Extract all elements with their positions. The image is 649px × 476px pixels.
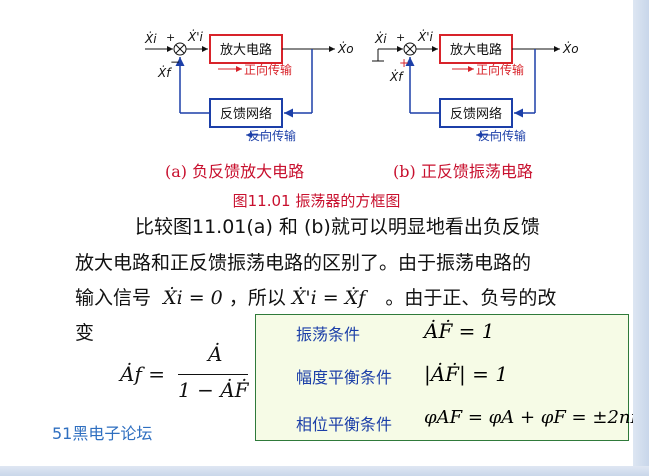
amplifier-block — [439, 34, 513, 64]
plus-sign: + — [166, 31, 175, 44]
figure-caption: 图11.01 振荡器的方框图 — [232, 192, 401, 210]
reverse-label: 反向传输 — [478, 128, 526, 143]
sum-output-signal: Ẋ'i — [417, 29, 434, 44]
xi-zero: Ẋi = 0 — [163, 287, 223, 309]
condition-amplitude-formula: |ȦḞ| = 1 — [424, 362, 508, 386]
caption-a: (a) 负反馈放大电路 — [165, 162, 305, 181]
feedback-plus-sign: + — [399, 56, 409, 70]
amplifier-block — [209, 34, 283, 64]
feedback-block — [439, 98, 513, 128]
condition-phase-label: 相位平衡条件 — [296, 415, 393, 434]
xi-eq-xf: Ẋ'i = Ẋf — [291, 287, 366, 309]
minus-sign: − — [170, 55, 180, 69]
forward-label: 正向传输 — [244, 62, 292, 77]
bottom-edge — [0, 466, 649, 476]
feedback-signal: Ẋf — [157, 65, 172, 80]
scrollbar-rail — [633, 0, 649, 476]
amplifier-label: 放大电路 — [450, 42, 502, 58]
paragraph-line-2: 放大电路和正反馈振荡电路的区别了。由于振荡电路的 — [75, 252, 532, 274]
forward-label: 正向传输 — [476, 62, 524, 77]
plus-sign: + — [396, 31, 405, 44]
block-diagram-b: Ẋi + Ẋ'i 放大电路 Ẋo 正向传输 反馈网络 Ẋf + 反向传输 — [372, 29, 579, 143]
output-signal: Ẋo — [337, 41, 354, 56]
caption-b: (b) 正反馈振荡电路 — [393, 162, 533, 181]
block-diagram-a: Ẋi + Ẋ'i 放大电路 Ẋo 正向传输 反馈网络 Ẋf − 反向传输 — [144, 29, 354, 143]
sum-output-signal: Ẋ'i — [187, 29, 204, 44]
amplifier-label: 放大电路 — [220, 42, 272, 58]
feedback-label: 反馈网络 — [450, 106, 502, 122]
condition-amplitude-label: 幅度平衡条件 — [296, 368, 393, 387]
slide: Ẋi + Ẋ'i 放大电路 Ẋo 正向传输 反馈网络 Ẋf − 反向传输 — [0, 0, 642, 466]
feedback-block — [209, 98, 283, 128]
paragraph-line-3: 输入信号 Ẋi = 0 ，所以 Ẋ'i = Ẋf 。由于正、负号的改 — [75, 287, 557, 309]
feedback-label: 反馈网络 — [220, 106, 272, 122]
output-signal: Ẋo — [562, 41, 579, 56]
input-signal: Ẋi — [374, 31, 387, 46]
paragraph-line-1: 比较图11.01(a) 和 (b)就可以明显地看出负反馈 — [135, 216, 540, 238]
feedback-signal: Ẋf — [389, 69, 404, 84]
condition-oscillation-label: 振荡条件 — [296, 325, 361, 344]
reverse-label: 反向传输 — [248, 128, 296, 143]
input-signal: Ẋi — [144, 31, 157, 46]
condition-phase-formula: φAF = φA + φF = ±2nπ — [424, 407, 643, 428]
oscillation-conditions-box: 振荡条件 ȦḞ = 1 幅度平衡条件 |ȦḞ| = 1 相位平衡条件 φAF =… — [255, 314, 642, 441]
condition-oscillation-formula: ȦḞ = 1 — [424, 319, 495, 343]
forum-watermark: 51黑电子论坛 — [52, 424, 153, 443]
paragraph-line-4: 变 — [75, 322, 95, 344]
